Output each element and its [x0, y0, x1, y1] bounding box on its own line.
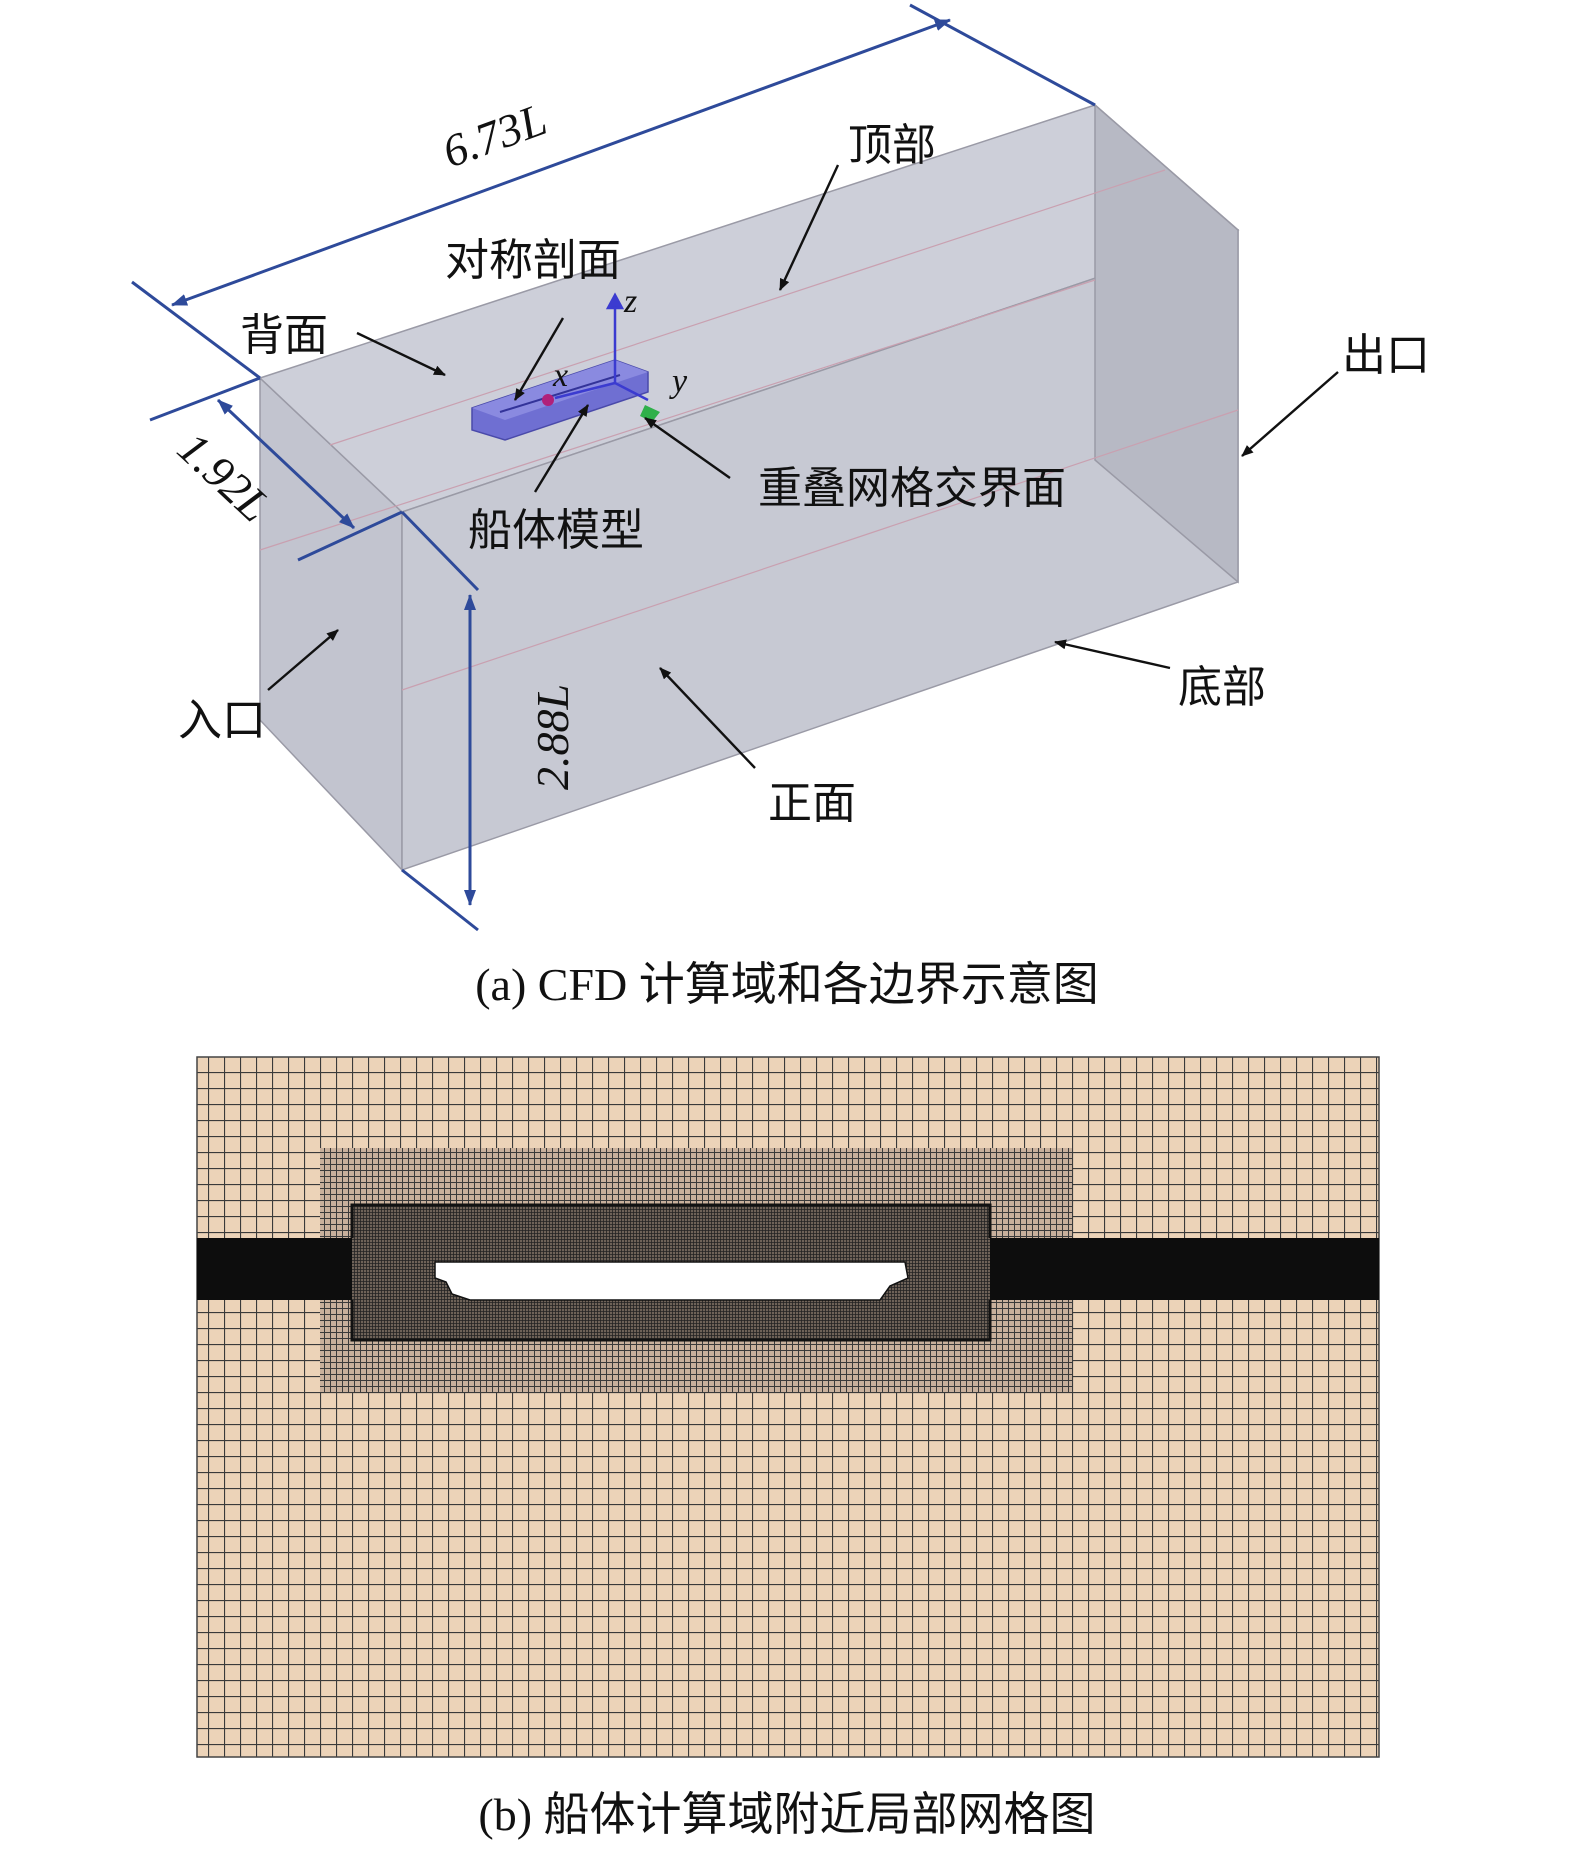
label-back: 背面 — [240, 310, 328, 361]
label-arrows — [267, 164, 1339, 769]
label-bottom: 底部 — [1178, 662, 1266, 713]
axis-x-label: x — [552, 357, 568, 394]
axis-z-label: z — [623, 283, 637, 320]
hull-cutout — [434, 1261, 909, 1301]
cfd-domain-diagram: z x y 6.73L 1.92L 2.88L — [131, 3, 1430, 1010]
axis-y-label: y — [669, 363, 688, 400]
mesh-diagram: (b) 船体计算域附近局部网格图 — [196, 1056, 1380, 1840]
origin-marker — [542, 394, 554, 406]
outlet-face — [1094, 103, 1239, 584]
label-hull-model: 船体模型 — [468, 505, 644, 556]
mid-plane-line — [259, 169, 1239, 691]
label-inlet: 入口 — [178, 695, 266, 746]
label-symmetry: 对称剖面 — [445, 235, 621, 286]
label-outlet: 出口 — [1342, 330, 1430, 381]
label-overlap-interface: 重叠网格交界面 — [758, 463, 1066, 514]
dim-height-label: 2.88L — [527, 684, 578, 790]
dim-length-label: 6.73L — [436, 93, 553, 177]
label-top: 顶部 — [848, 120, 936, 171]
caption-a: (a) CFD 计算域和各边界示意图 — [475, 959, 1099, 1010]
label-front: 正面 — [768, 778, 856, 829]
dimension-lines — [131, 3, 1096, 932]
caption-b: (b) 船体计算域附近局部网格图 — [478, 1789, 1095, 1840]
